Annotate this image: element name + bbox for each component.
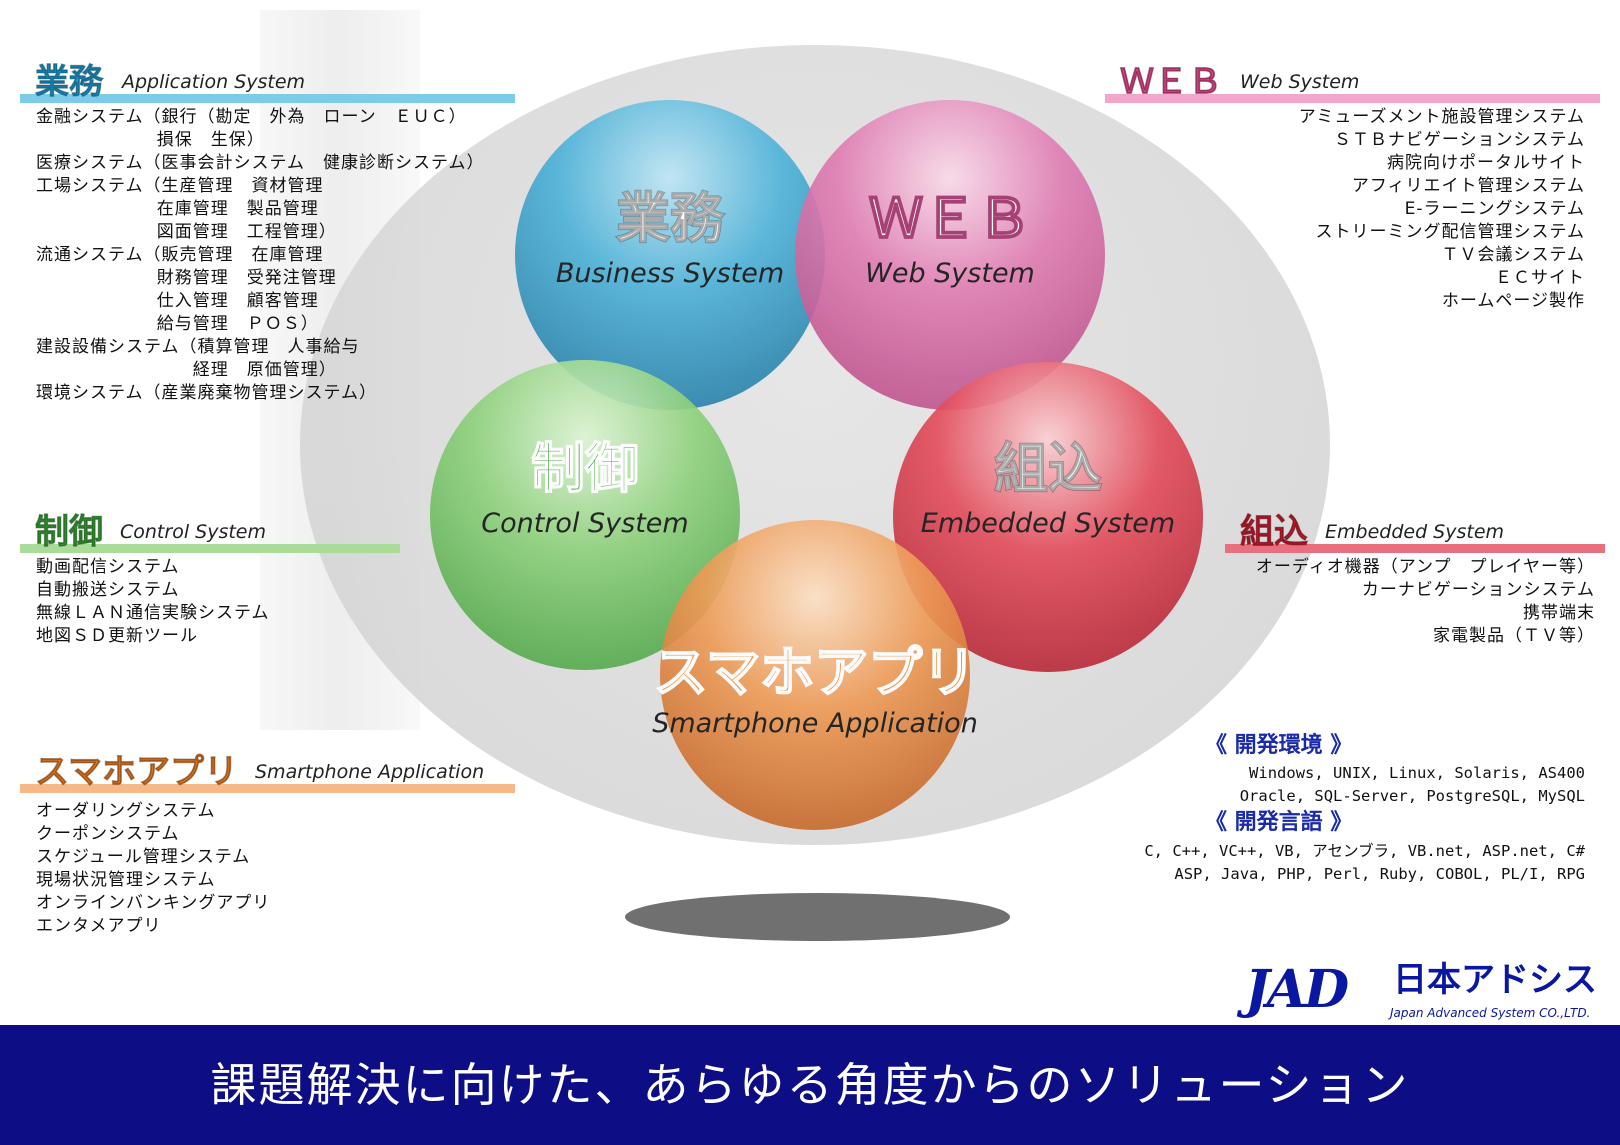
sphere-embedded-title: 組込 [993,437,1103,501]
section-title-jp: スマホアプリ [35,752,239,793]
smartphone-items: オーダリングシステム クーポンシステム スケジュール管理システム 現場状況管理シ… [36,801,271,936]
section-web-header: ＷＥＢ Web System [1105,62,1605,104]
sphere-smartphone-subtitle: Smartphone Application [652,708,978,739]
section-bar [20,94,515,103]
dev-env-lines: Windows, UNIX, Linux, Solaris, AS400 Ora… [1239,764,1585,805]
section-title-jp: 組込 [1240,512,1309,553]
sphere-web: ＷＥＢ Web System [795,100,1105,410]
embedded-items: オーディオ機器（アンプ プレイヤー等） カーナビゲーションシステム 携帯端末 家… [1255,557,1595,646]
section-bar [20,784,515,793]
business-items: 金融システム（銀行（勘定 外為 ローン ＥＵＣ） 損保 生保） 医療システム（医… [36,107,485,403]
sphere-shadow [625,893,1010,941]
section-title-en: Smartphone Application [255,761,485,783]
footer-banner: 課題解決に向けた、あらゆる角度からのソリューション [0,1025,1620,1145]
dev-env-heading: 《 開発環境 》 [1205,733,1353,758]
section-bar [20,544,400,553]
sphere-embedded-subtitle: Embedded System [920,508,1176,539]
control-items: 動画配信システム 自動搬送システム 無線ＬＡＮ通信実験システム 地図ＳＤ更新ツー… [36,557,270,646]
dev-lang-heading: 《 開発言語 》 [1205,810,1353,835]
sphere-business: 業務 Business System [515,100,825,410]
logo-name-jp: 日本アドシス [1393,960,1597,1000]
section-title-jp: 制御 [35,512,104,553]
dev-lang-lines: C, C++, VC++, VB, アセンブラ, VB.net, ASP.net… [1144,842,1585,883]
section-control-header: 制御 Control System [20,512,405,554]
section-title-en: Application System [122,71,306,93]
section-embedded-header: 組込 Embedded System [1225,512,1610,554]
logo-name-en: Japan Advanced System CO.,LTD. [1390,1006,1591,1020]
sphere-web-subtitle: Web System [865,258,1035,289]
sphere-web-title: ＷＥＢ [868,187,1032,251]
sphere-business-title: 業務 [615,187,725,251]
sphere-smartphone: スマホアプリ Smartphone Application [652,520,978,830]
company-logo: JAD 日本アドシス Japan Advanced System CO.,LTD… [1245,960,1605,1024]
section-title-en: Web System [1240,71,1360,93]
section-title-jp: ＷＥＢ [1120,62,1223,103]
section-smartphone-header: スマホアプリ Smartphone Application [20,752,520,794]
section-bar [1105,94,1600,103]
footer-slogan: 課題解決に向けた、あらゆる角度からのソリューション [210,1058,1410,1112]
section-title-jp: 業務 [35,62,104,103]
web-items: アミューズメント施設管理システム ＳＴＢナビゲーションシステム 病院向けポータル… [1298,107,1585,311]
sphere-control-subtitle: Control System [481,508,689,539]
section-bar [1225,544,1605,553]
section-title-en: Control System [120,521,266,543]
logo-mark: JAD [1245,959,1349,1020]
sphere-control-title: 制御 [530,437,640,501]
sphere-smartphone-title: スマホアプリ [653,641,977,705]
section-title-en: Embedded System [1325,521,1505,543]
section-business-header: 業務 Application System [20,62,520,104]
sphere-business-subtitle: Business System [555,258,785,289]
